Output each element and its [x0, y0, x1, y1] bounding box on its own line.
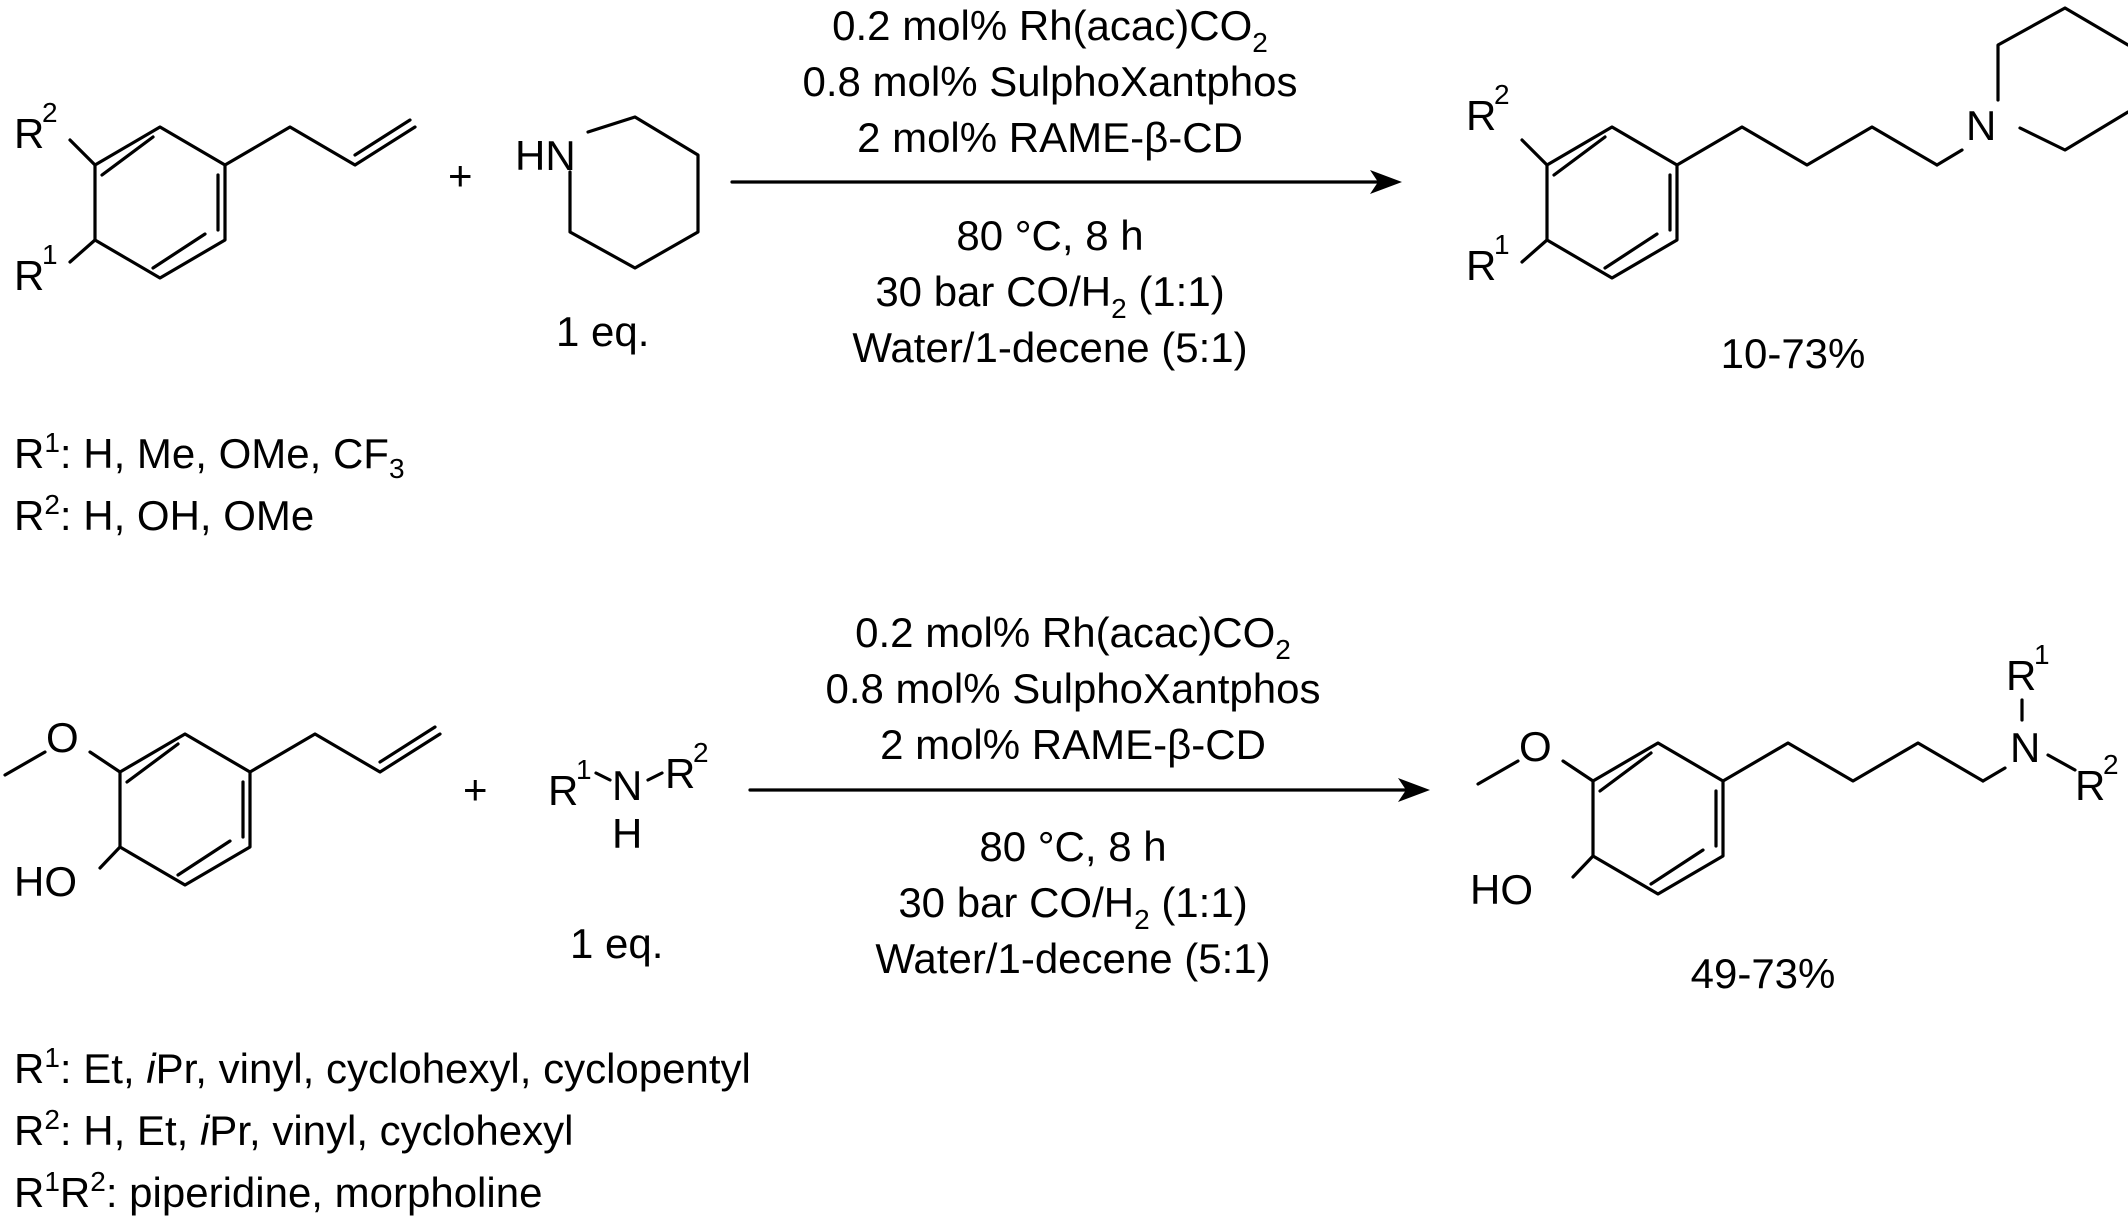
r1-solvent-line: Water/1-decene (5:1): [852, 324, 1247, 371]
r1-sm-r2-sup: 2: [42, 97, 58, 128]
r2-temp-time-line: 80 °C, 8 h: [979, 823, 1166, 870]
r2-product-n-label: N: [2010, 724, 2040, 771]
r2-yield: 49-73%: [1691, 950, 1836, 997]
r1-pressure-line: 30 bar CO/H2 (1:1): [875, 268, 1224, 324]
r2-solvent-line: Water/1-decene (5:1): [875, 935, 1270, 982]
r2-product-methoxy-o: O: [1519, 723, 1552, 770]
r1-piperidine-structure: HN: [515, 115, 700, 270]
r2-amine-structure: R 1 N R 2 H: [548, 737, 709, 857]
r1-allylbenzene-structure: R 2 R 1: [14, 97, 417, 299]
r2-eugenol-hydroxy: HO: [14, 858, 77, 905]
r1-product-r2-label: R: [1466, 92, 1496, 139]
r1-sm-r1-sup: 1: [42, 239, 58, 270]
r2-product-hydroxy: HO: [1470, 866, 1533, 913]
r2-product-r2-sup: 2: [2103, 749, 2119, 780]
r1-product-r1-label: R: [1466, 242, 1496, 289]
r2-amine-equiv: 1 eq.: [570, 920, 663, 967]
r1-substituents-r2: R2: H, OH, OMe: [14, 489, 314, 539]
r2-amine-r2-label: R: [665, 750, 695, 797]
r2-substituents-r2: R2: H, Et, iPr, vinyl, cyclohexyl: [14, 1104, 573, 1154]
r1-amine-equiv: 1 eq.: [556, 308, 649, 355]
r2-cyclodextrin-line: 2 mol% RAME-β-CD: [880, 721, 1266, 768]
r2-pressure-line: 30 bar CO/H2 (1:1): [898, 879, 1247, 935]
r2-amine-h-label: H: [612, 810, 642, 857]
r1-ligand-line: 0.8 mol% SulphoXantphos: [803, 58, 1298, 105]
r2-amine-r1-sup: 1: [576, 754, 592, 785]
r2-eugenol-methoxy-o: O: [46, 714, 79, 761]
r1-piperidine-hn-label: HN: [515, 132, 576, 179]
r2-catalyst-line: 0.2 mol% Rh(acac)CO2: [855, 609, 1291, 665]
r1-product-n-label: N: [1966, 102, 1996, 149]
r1-temp-time-line: 80 °C, 8 h: [956, 212, 1143, 259]
r2-product-r2-label: R: [2075, 762, 2105, 809]
r1-conditions: 0.2 mol% Rh(acac)CO2 0.8 mol% SulphoXant…: [730, 2, 1402, 371]
r1-plus-sign: +: [448, 152, 473, 199]
reaction2: O HO + R 1 N R 2 H 1 eq. 0.2 mol% Rh(aca…: [3, 609, 2119, 1216]
r1-cyclodextrin-line: 2 mol% RAME-β-CD: [857, 114, 1243, 161]
r1-product-r2-sup: 2: [1494, 79, 1510, 110]
r2-product-r1-sup: 1: [2034, 639, 2050, 670]
r2-conditions: 0.2 mol% Rh(acac)CO2 0.8 mol% SulphoXant…: [748, 609, 1430, 982]
r2-ligand-line: 0.8 mol% SulphoXantphos: [826, 665, 1321, 712]
r1-sm-r1-label: R: [14, 252, 44, 299]
r2-arrow-head: [1398, 778, 1430, 802]
r1-substituents-r1: R1: H, Me, OMe, CF3: [14, 427, 405, 484]
r2-product-structure: N R 1 R 2 O HO: [1470, 639, 2119, 913]
reaction1: R 2 R 1 + HN 1 eq. 0.2 mol% Rh(acac)CO2 …: [14, 2, 2128, 539]
r1-sm-r2-label: R: [14, 110, 44, 157]
r2-amine-n-label: N: [612, 762, 642, 809]
r2-product-r1-label: R: [2006, 652, 2036, 699]
r1-product-structure: N R 2 R 1: [1466, 6, 2128, 289]
r2-substituents-r1r2: R1R2: piperidine, morpholine: [14, 1166, 542, 1216]
r2-amine-r1-label: R: [548, 767, 578, 814]
r2-amine-r2-sup: 2: [693, 737, 709, 768]
r1-product-r1-sup: 1: [1494, 229, 1510, 260]
r1-yield: 10-73%: [1721, 330, 1866, 377]
r1-catalyst-line: 0.2 mol% Rh(acac)CO2: [832, 2, 1268, 58]
r2-substituents-r1: R1: Et, iPr, vinyl, cyclohexyl, cyclopen…: [14, 1042, 751, 1092]
r2-plus-sign: +: [463, 766, 488, 813]
r1-arrow-head: [1370, 170, 1402, 194]
r2-eugenol-structure: O HO: [3, 714, 442, 905]
